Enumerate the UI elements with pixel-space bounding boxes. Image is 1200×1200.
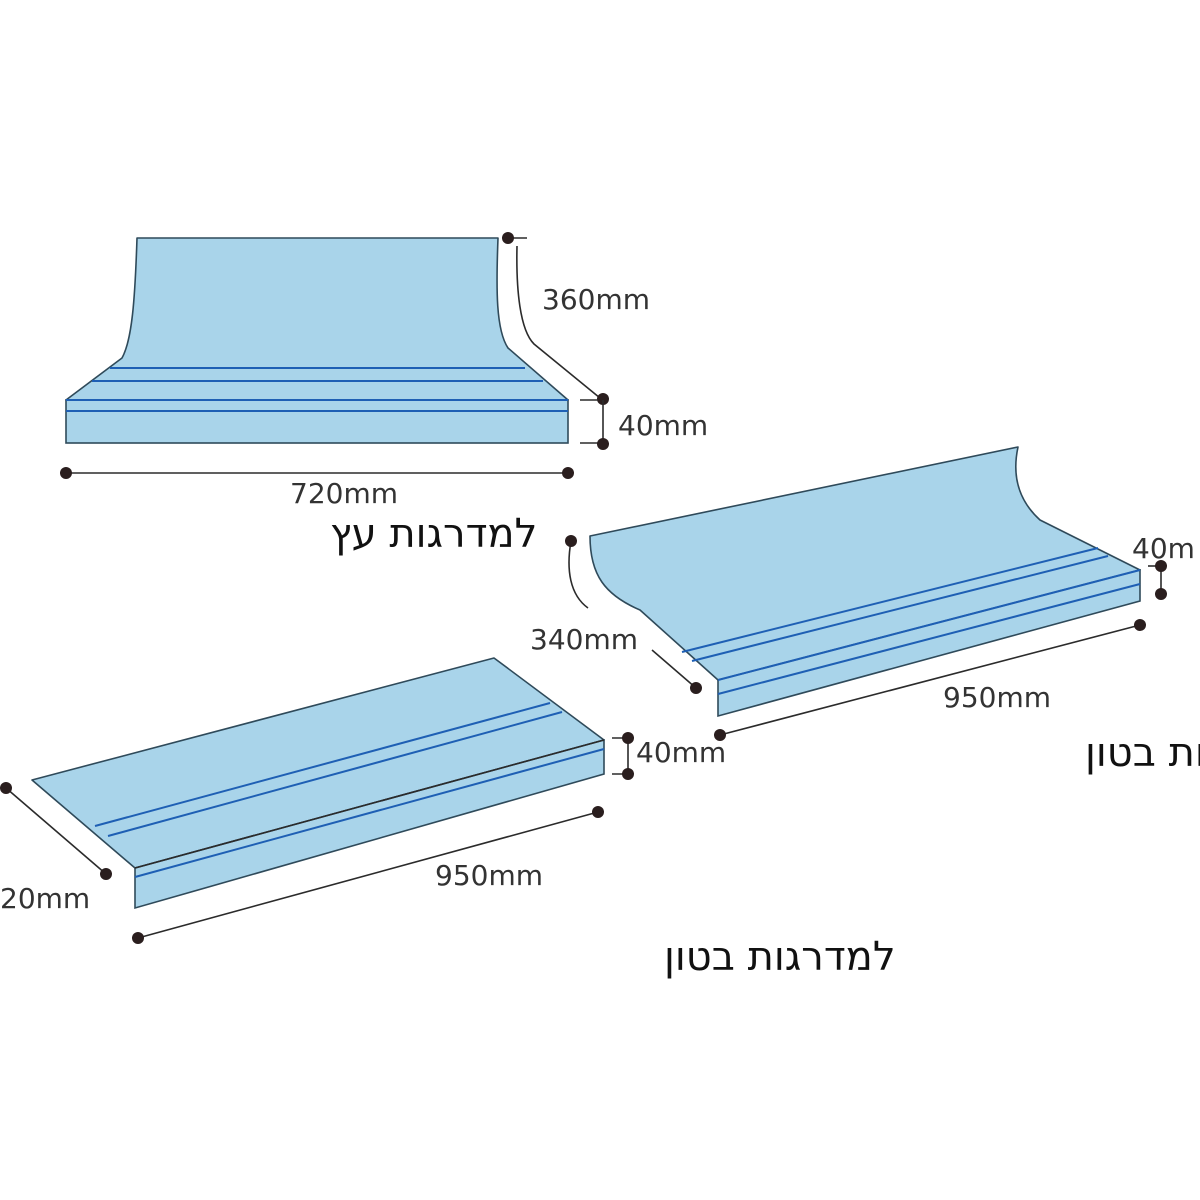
concrete-left-width-label: 950mm — [435, 859, 543, 892]
wood-caption: למדרגות עץ — [330, 511, 537, 557]
concrete-left-grooves — [94, 702, 605, 878]
concrete-stair-tread-right: 40m 340mm 950mm למדרגות בטון — [530, 446, 1200, 776]
concrete-left-depth-dimension: 20mm — [0, 782, 112, 915]
concrete-left-caption: למדרגות בטון — [664, 934, 896, 980]
concrete-right-width-dimension: 950mm — [714, 619, 1146, 741]
concrete-left-depth-label: 20mm — [0, 882, 90, 915]
wood-width-label: 720mm — [290, 477, 398, 510]
wood-thickness-dimension: 40mm — [580, 399, 708, 450]
wood-tread-front-edge — [65, 399, 569, 444]
concrete-stair-tread-left: 40mm 20mm 950mm למדרגות בטון — [0, 657, 896, 980]
concrete-right-depth-label: 340mm — [530, 623, 638, 656]
concrete-left-thickness-label: 40mm — [636, 736, 726, 769]
wood-depth-dimension: 360mm — [502, 232, 650, 405]
wood-stair-tread: 360mm 40mm 720mm למדרגות עץ — [60, 232, 708, 557]
concrete-right-grooves — [681, 547, 1141, 695]
wood-thickness-label: 40mm — [618, 409, 708, 442]
concrete-right-thickness-label: 40m — [1132, 532, 1195, 565]
wood-depth-label: 360mm — [542, 283, 650, 316]
concrete-left-width-dimension: 950mm — [132, 806, 604, 944]
wood-tread-grooves — [66, 367, 568, 412]
concrete-right-thickness-dimension: 40m — [1132, 532, 1195, 600]
wood-width-dimension: 720mm — [60, 467, 574, 510]
concrete-right-caption: למדרגות בטון — [1085, 730, 1200, 776]
concrete-right-width-label: 950mm — [943, 681, 1051, 714]
concrete-right-depth-dimension: 340mm — [530, 535, 702, 694]
concrete-left-thickness-dimension: 40mm — [612, 732, 726, 780]
wood-tread-top-surface — [65, 237, 569, 401]
